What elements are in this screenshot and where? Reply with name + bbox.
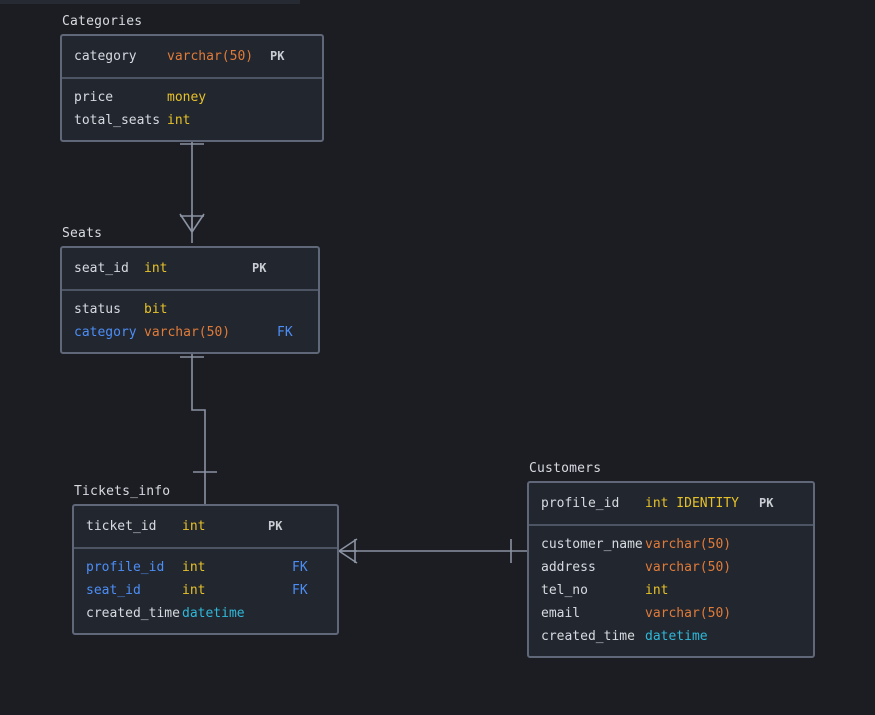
table-row[interactable]: email varchar(50) [529,602,813,625]
table-row[interactable]: category varchar(50) FK [62,321,318,344]
column-name: total_seats [74,113,161,128]
entity-customers[interactable]: Customers profile_id int IDENTITY PK cus… [527,461,815,658]
entity-title: Customers [529,461,602,476]
column-type: varchar(50) [645,606,732,621]
primary-key-rows: ticket_id int PK [74,506,337,549]
column-key-badge: PK [759,496,774,510]
attribute-rows: profile_id int FK seat_id int FK created… [74,549,337,633]
column-key-badge: PK [252,261,267,275]
column-name: ticket_id [86,519,157,534]
column-type: int [144,261,168,276]
entity-title: Tickets_info [74,484,171,499]
entity-box: ticket_id int PK profile_id int FK seat_… [72,504,339,635]
table-row[interactable]: created_time datetime [529,625,813,648]
table-row[interactable]: total_seats int [62,109,322,132]
column-name: status [74,302,121,317]
column-type: varchar(50) [645,537,732,552]
table-row[interactable]: address varchar(50) [529,556,813,579]
column-key-badge: FK [292,560,308,575]
entity-title: Seats [62,226,103,241]
table-row[interactable]: profile_id int IDENTITY PK [529,492,813,515]
attribute-rows: customer_name varchar(50) address varcha… [529,526,813,656]
column-type: varchar(50) [167,49,254,64]
entity-box: category varchar(50) PK price money tota… [60,34,324,142]
primary-key-rows: seat_id int PK [62,248,318,291]
column-key-badge: PK [268,519,283,533]
column-name: category [74,49,137,64]
column-name: seat_id [86,583,141,598]
column-name: price [74,90,114,105]
column-type: int [167,113,191,128]
entity-box: seat_id int PK status bit category varch… [60,246,320,354]
entity-box: profile_id int IDENTITY PK customer_name… [527,481,815,658]
column-name: created_time [541,629,635,644]
table-row[interactable]: customer_name varchar(50) [529,533,813,556]
entity-tickets-info[interactable]: Tickets_info ticket_id int PK profile_id… [72,484,339,635]
column-type: int [182,560,206,575]
column-name: customer_name [541,537,643,552]
attribute-rows: price money total_seats int [62,79,322,140]
window-top-edge [0,0,300,4]
primary-key-rows: profile_id int IDENTITY PK [529,483,813,526]
column-type: datetime [182,606,245,621]
table-row[interactable]: status bit [62,298,318,321]
column-key-badge: PK [270,49,285,63]
column-type: datetime [645,629,708,644]
table-row[interactable]: created_time datetime [74,602,337,625]
table-row[interactable]: tel_no int [529,579,813,602]
table-row[interactable]: price money [62,86,322,109]
column-name: category [74,325,137,340]
column-type: varchar(50) [645,560,732,575]
table-row[interactable]: seat_id int PK [62,257,318,280]
column-name: tel_no [541,583,588,598]
column-key-badge: FK [277,325,293,340]
column-name: seat_id [74,261,129,276]
table-row[interactable]: ticket_id int PK [74,515,337,538]
table-row[interactable]: profile_id int FK [74,556,337,579]
column-key-badge: FK [292,583,308,598]
column-name: email [541,606,581,621]
column-name: profile_id [541,496,620,511]
column-type: bit [144,302,168,317]
column-type: int IDENTITY [645,496,739,511]
column-name: address [541,560,596,575]
column-name: profile_id [86,560,165,575]
column-type: varchar(50) [144,325,231,340]
primary-key-rows: category varchar(50) PK [62,36,322,79]
column-type: int [645,583,669,598]
table-row[interactable]: seat_id int FK [74,579,337,602]
entity-seats[interactable]: Seats seat_id int PK status bit category… [60,226,320,354]
column-type: money [167,90,207,105]
entity-categories[interactable]: Categories category varchar(50) PK price… [60,14,324,142]
crowsfoot-many [338,538,358,564]
entity-title: Categories [62,14,143,29]
table-row[interactable]: category varchar(50) PK [62,45,322,68]
connector-tickets-customers [338,538,527,564]
column-type: int [182,583,206,598]
column-name: created_time [86,606,180,621]
column-type: int [182,519,206,534]
attribute-rows: status bit category varchar(50) FK [62,291,318,352]
